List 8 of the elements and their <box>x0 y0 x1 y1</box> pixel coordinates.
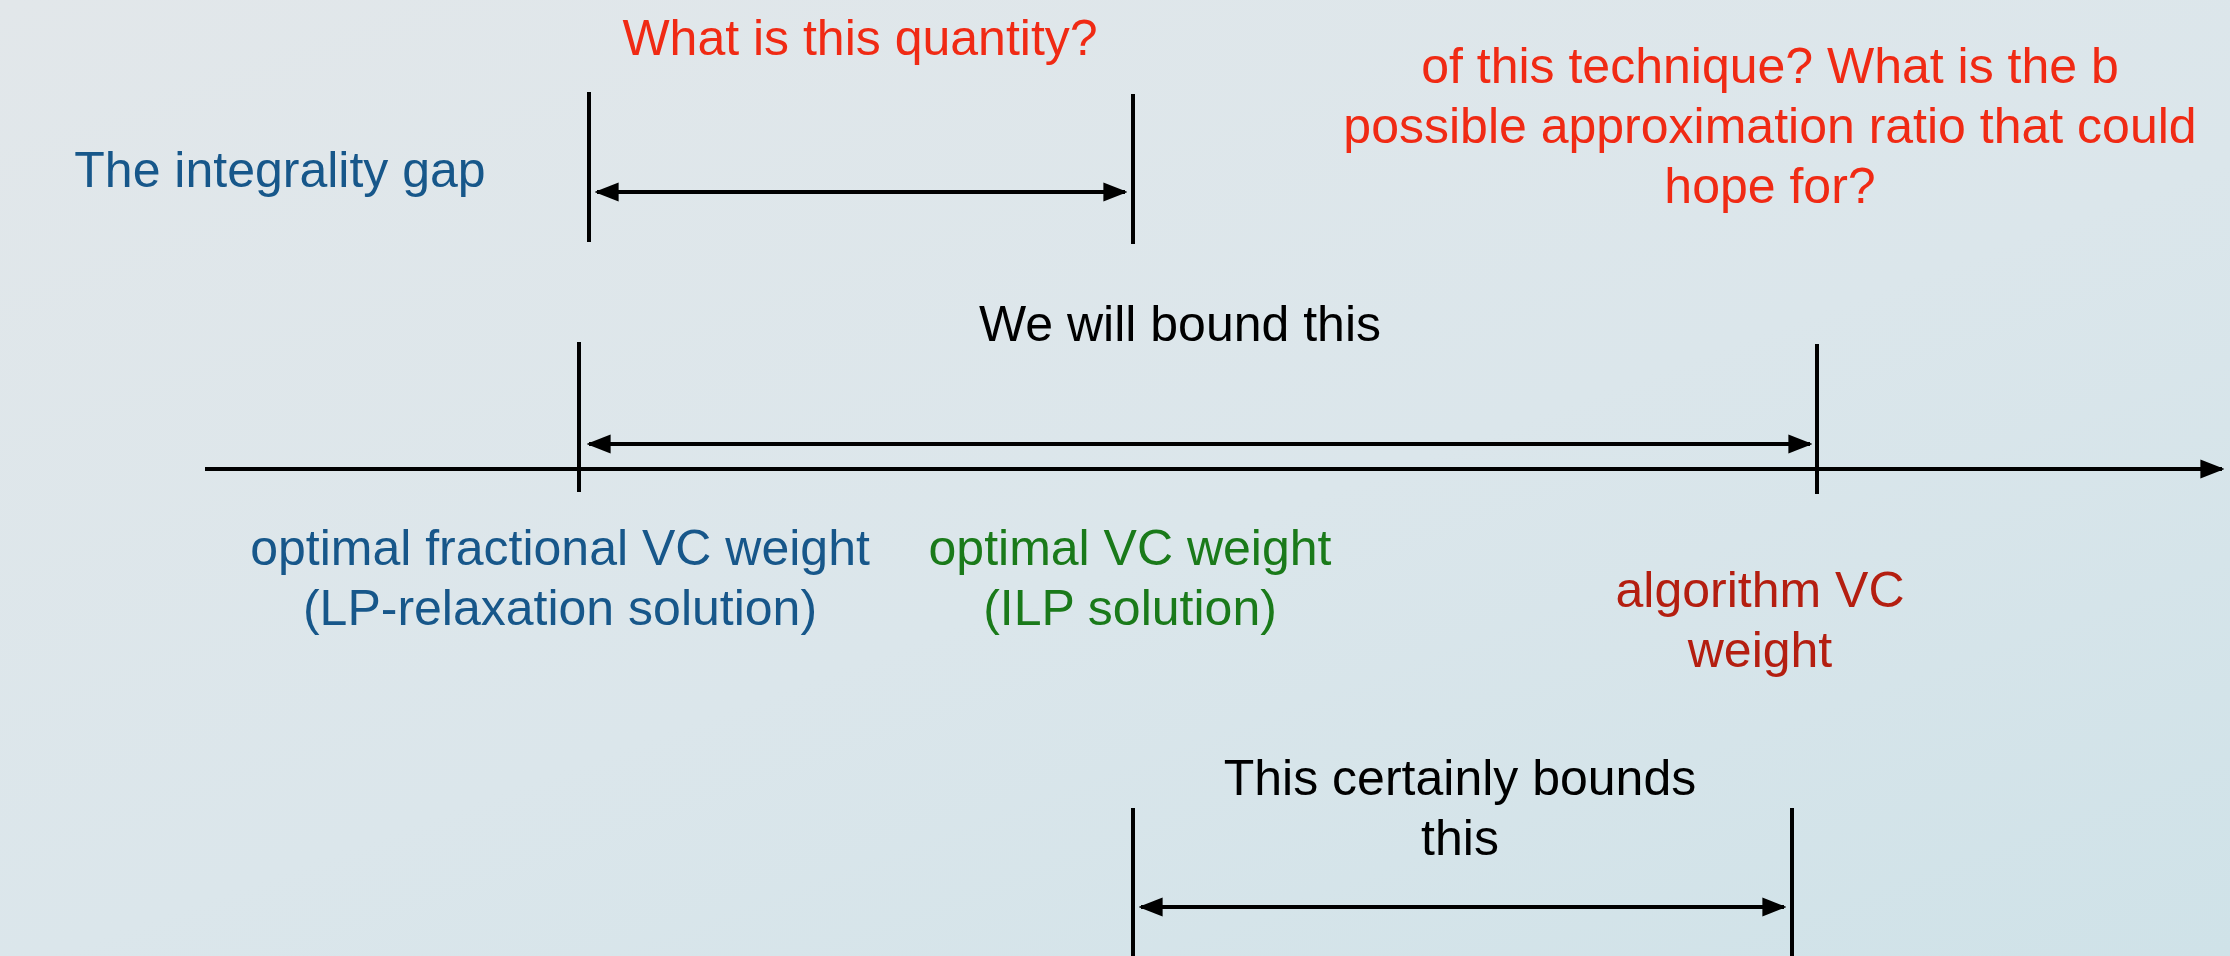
bracket-label: The integrality gap <box>73 141 487 200</box>
bracket-label: This certainly bounds this <box>1222 749 1698 868</box>
axis-point-label: optimal VC weight (ILP solution) <box>927 519 1333 638</box>
axis-point-label: optimal fractional VC weight (LP-relaxation solution) <box>249 519 871 638</box>
question-text: of this technique? What is the b possible approximation ratio that could hope for? <box>1342 37 2198 216</box>
question-text: What is this quantity? <box>621 9 1099 68</box>
bracket-label: We will bound this <box>977 295 1383 354</box>
axis-point-label: algorithm VC weight <box>1614 561 1906 680</box>
